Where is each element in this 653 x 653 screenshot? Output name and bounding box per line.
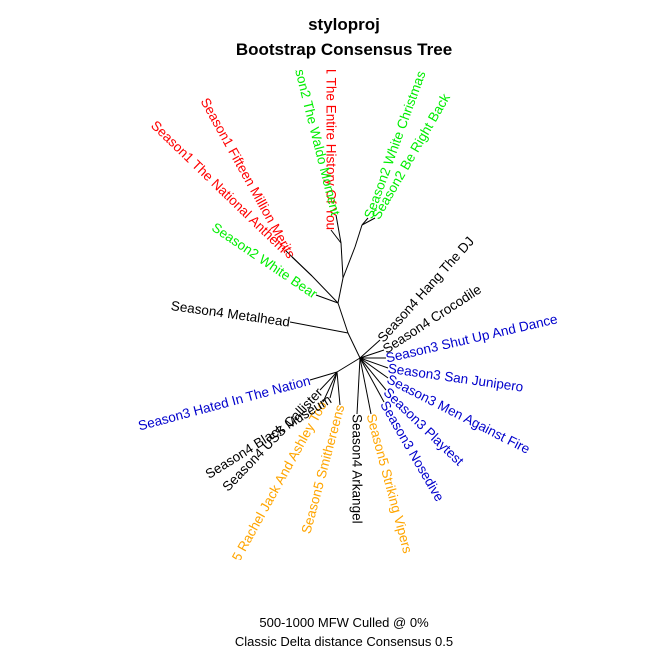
tree-edge	[335, 214, 342, 244]
tree-edge	[361, 217, 376, 226]
tree-edge	[336, 371, 341, 406]
tree-edge	[337, 302, 349, 334]
tree-edges	[284, 214, 389, 415]
footer-line1: 500-1000 MFW Culled @ 0%	[259, 615, 429, 630]
footer-line2: Classic Delta distance Consensus 0.5	[235, 634, 453, 649]
leaf-label-s4-mh: Season4 Metalhead	[170, 298, 291, 330]
tree-edge	[359, 339, 381, 359]
tree-edge	[319, 371, 338, 391]
tree-edge	[359, 357, 372, 415]
tree-edge	[359, 357, 389, 369]
tree-edge	[337, 277, 344, 304]
tree-edge	[354, 224, 363, 248]
tree-edge	[311, 275, 339, 304]
leaf-label-s4-ark: Season4 Arkangel	[349, 414, 364, 524]
tree-edge	[322, 371, 338, 403]
leaf-label-s1-ehy: Season1 The Entire History Of You	[323, 21, 338, 230]
tree-edge	[359, 357, 385, 403]
tree-edge	[336, 357, 361, 373]
tree-edge	[330, 229, 342, 244]
tree-edge	[342, 246, 356, 279]
diagram-title-line2: Bootstrap Consensus Tree	[236, 40, 452, 59]
tree-edge	[309, 371, 338, 381]
tree-edge	[329, 371, 338, 399]
tree-edge	[347, 332, 361, 359]
tree-edge	[359, 357, 387, 391]
tree-edge	[289, 321, 349, 334]
tree-edge	[315, 294, 339, 304]
tree-edge	[356, 357, 361, 415]
tree-edge	[340, 242, 344, 279]
tree-edge	[359, 357, 389, 379]
tree-edge	[361, 217, 369, 226]
diagram-title-line1: styloproj	[308, 15, 380, 34]
tree-edge	[359, 349, 385, 359]
tree-edge	[284, 249, 313, 277]
